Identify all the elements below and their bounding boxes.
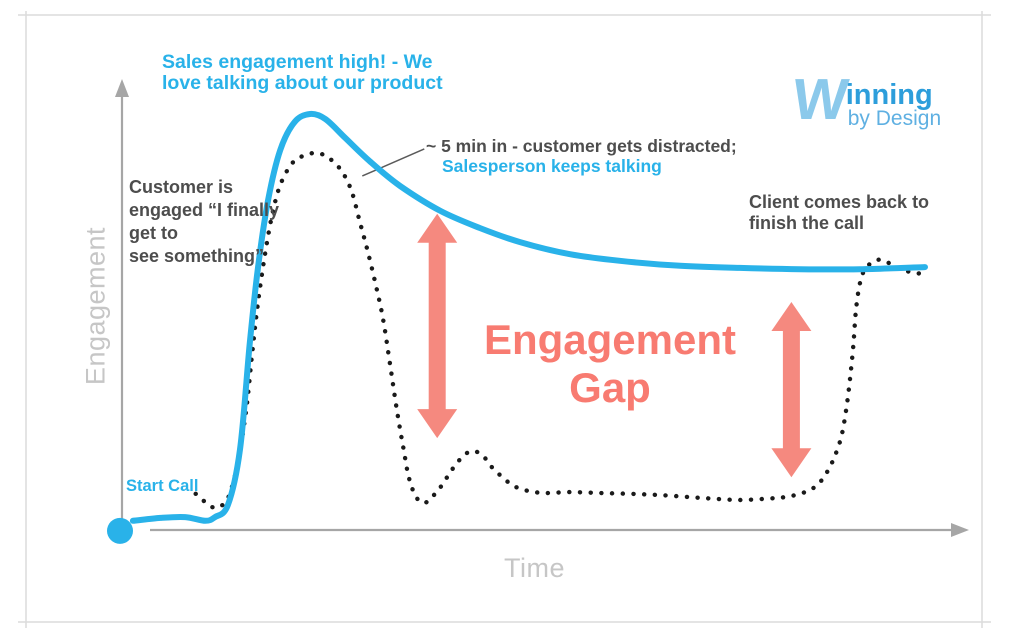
engagement-gap-label: Engagement Gap [450,316,770,412]
customer-engaged-note-line3: get to [129,223,178,243]
logo-tagline: by Design [847,107,942,130]
customer-engaged-note-line1: Customer is [129,177,234,197]
gap-arrow [771,302,812,478]
salesperson-engagement-curve [129,110,928,524]
start-call-dot [107,517,133,544]
client-back-note-line2: finish the call [749,213,865,233]
customer-engaged-note: Customer is engaged “I finally get to se… [129,176,279,268]
logo-wordmark: inning by Design [845,79,942,130]
distracted-note: ~ 5 min in - customer gets distracted; S… [426,136,737,176]
client-back-note-line1: Client comes back to [749,192,930,212]
x-axis-arrowhead-icon [951,523,969,537]
gap-arrow [417,213,458,439]
engagement-gap-label-line1: Engagement [483,316,737,363]
start-call-label: Start Call [126,477,199,495]
logo-w-icon: W [789,67,852,132]
sales-engagement-note: Sales engagement high! - We love talking… [162,52,443,94]
distracted-note-line1: ~ 5 min in - customer gets distracted; [426,136,737,156]
y-axis-label: Engagement [80,226,111,386]
sales-engagement-note-line2: love talking about our product [162,72,443,94]
distracted-note-line2: Salesperson keeps talking [442,156,662,176]
y-axis-arrowhead-icon [115,79,129,97]
client-back-note: Client comes back to finish the call [749,192,929,234]
annotation-leader-line [362,148,425,177]
logo-name: inning [845,79,933,111]
winning-by-design-logo: W inning by Design [789,67,942,132]
engagement-gap-label-line2: Gap [569,364,651,411]
sales-engagement-note-line1: Sales engagement high! - We [162,51,433,73]
customer-engagement-curve [193,150,926,511]
customer-engaged-note-line4: see something” [129,246,265,266]
customer-engaged-note-line2: engaged “I finally [129,200,280,220]
x-axis-label: Time [504,553,565,583]
